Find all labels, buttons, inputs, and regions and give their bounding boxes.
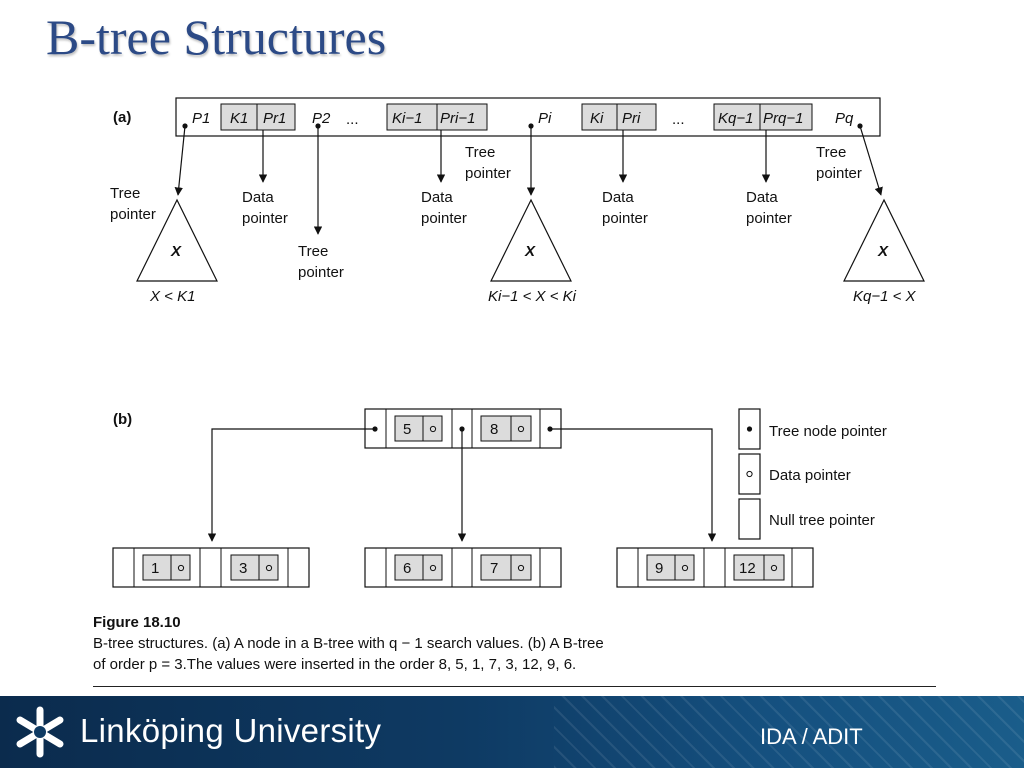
field-pri-1: Pri−1 — [440, 110, 475, 127]
arrow-root-left — [207, 428, 375, 542]
root-key-1: 5 — [403, 421, 411, 438]
legend-data-pointer: Data pointer — [769, 467, 851, 484]
ellipsis-2: ... — [672, 111, 685, 128]
svg-text:X: X — [524, 243, 536, 260]
legend-data-pointer-box — [738, 453, 761, 495]
university-name: Linköping University — [80, 712, 382, 749]
caption-line-2: of order p = 3.The values were inserted … — [93, 656, 577, 673]
panel-b: (b) 5 8 — [112, 408, 887, 588]
legend-null-pointer-box — [738, 498, 761, 540]
arrow-p1 — [174, 125, 186, 196]
key-cell-group-i — [581, 103, 657, 131]
svg-text:pointer: pointer — [242, 210, 288, 227]
field-ki-1: Ki−1 — [392, 110, 422, 127]
field-pi: Pi — [538, 110, 552, 127]
tree-pointer-label-3: Tree pointer — [465, 144, 511, 182]
condition-1: X < K1 — [149, 288, 195, 305]
field-pri: Pri — [622, 110, 641, 127]
caption-divider — [93, 686, 936, 687]
tree-pointer-label-4: Tree pointer — [816, 144, 862, 182]
svg-text:pointer: pointer — [602, 210, 648, 227]
field-k1: K1 — [230, 110, 248, 127]
key-cell-group-q-1 — [713, 103, 813, 131]
legend-null-tree-pointer: Null tree pointer — [769, 512, 875, 529]
key-cell-group-i-1 — [386, 103, 488, 131]
legend: Tree node pointer Data pointer Null tree… — [738, 408, 887, 540]
field-p1: P1 — [192, 110, 210, 127]
leaf-3-key-1: 9 — [655, 560, 663, 577]
svg-text:Data: Data — [602, 189, 634, 206]
arrow-root-right — [550, 428, 717, 542]
panel-a: (a) P1 K1 Pr1 P2 ... Ki−1 Pri−1 Pi Ki Pr… — [110, 97, 925, 305]
tree-pointer-label-1: Tree pointer — [110, 185, 156, 223]
leaf-3-key-2: 12 — [739, 560, 756, 577]
university-logo-icon — [16, 706, 64, 758]
svg-text:Tree: Tree — [298, 243, 328, 260]
legend-tree-node-pointer: Tree node pointer — [769, 423, 887, 440]
leaf-node-1: 1 3 — [112, 547, 310, 588]
svg-text:Data: Data — [242, 189, 274, 206]
data-pointer-label-2: Data pointer — [421, 189, 467, 227]
svg-text:pointer: pointer — [465, 165, 511, 182]
data-pointer-label-3: Data pointer — [602, 189, 648, 227]
panel-a-label: (a) — [113, 109, 131, 126]
svg-text:X: X — [877, 243, 889, 260]
footer-texture — [554, 696, 1024, 768]
condition-3: Kq−1 < X — [853, 288, 917, 305]
leaf-2-key-1: 6 — [403, 560, 411, 577]
b-tree-diagram: (a) P1 K1 Pr1 P2 ... Ki−1 Pri−1 Pi Ki Pr… — [110, 97, 925, 588]
leaf-2-key-2: 7 — [490, 560, 498, 577]
svg-text:pointer: pointer — [746, 210, 792, 227]
figure-number: Figure 18.10 — [93, 614, 181, 631]
svg-text:pointer: pointer — [421, 210, 467, 227]
field-p2: P2 — [312, 110, 331, 127]
tree-pointer-label-2: Tree pointer — [298, 243, 344, 281]
subtree-2: X — [490, 198, 572, 282]
field-pq: Pq — [835, 110, 854, 127]
figure-caption: Figure 18.10 B-tree structures. (a) A no… — [93, 612, 693, 675]
svg-text:Data: Data — [421, 189, 453, 206]
svg-text:Tree: Tree — [816, 144, 846, 161]
data-pointer-label-1: Data pointer — [242, 189, 288, 227]
subtree-1: X — [136, 198, 218, 282]
leaf-node-2: 6 7 — [364, 547, 562, 588]
leaf-1-key-2: 3 — [239, 560, 247, 577]
svg-text:pointer: pointer — [110, 206, 156, 223]
slide-title: B-tree Structures — [46, 9, 387, 65]
field-pr1: Pr1 — [263, 110, 286, 127]
field-prq-1: Prq−1 — [763, 110, 803, 127]
footer-banner: Linköping University IDA / ADIT — [0, 696, 1024, 768]
panel-b-label: (b) — [113, 411, 132, 428]
subtree-3: X — [843, 198, 925, 282]
svg-text:pointer: pointer — [298, 264, 344, 281]
caption-line-1: B-tree structures. (a) A node in a B-tre… — [93, 635, 604, 652]
svg-text:X: X — [170, 243, 182, 260]
ellipsis-1: ... — [346, 111, 359, 128]
leaf-node-3: 9 12 — [616, 547, 814, 588]
key-cell-group-1 — [220, 103, 296, 131]
root-node: 5 8 — [364, 408, 562, 449]
leaf-1-key-1: 1 — [151, 560, 159, 577]
field-ki: Ki — [590, 110, 604, 127]
svg-text:Tree: Tree — [110, 185, 140, 202]
svg-text:pointer: pointer — [816, 165, 862, 182]
svg-text:Data: Data — [746, 189, 778, 206]
svg-text:Tree: Tree — [465, 144, 495, 161]
data-pointer-label-4: Data pointer — [746, 189, 792, 227]
condition-2: Ki−1 < X < Ki — [488, 288, 577, 305]
arrow-pq — [859, 125, 883, 196]
field-kq-1: Kq−1 — [718, 110, 753, 127]
department-label: IDA / ADIT — [760, 724, 863, 749]
root-key-2: 8 — [490, 421, 498, 438]
